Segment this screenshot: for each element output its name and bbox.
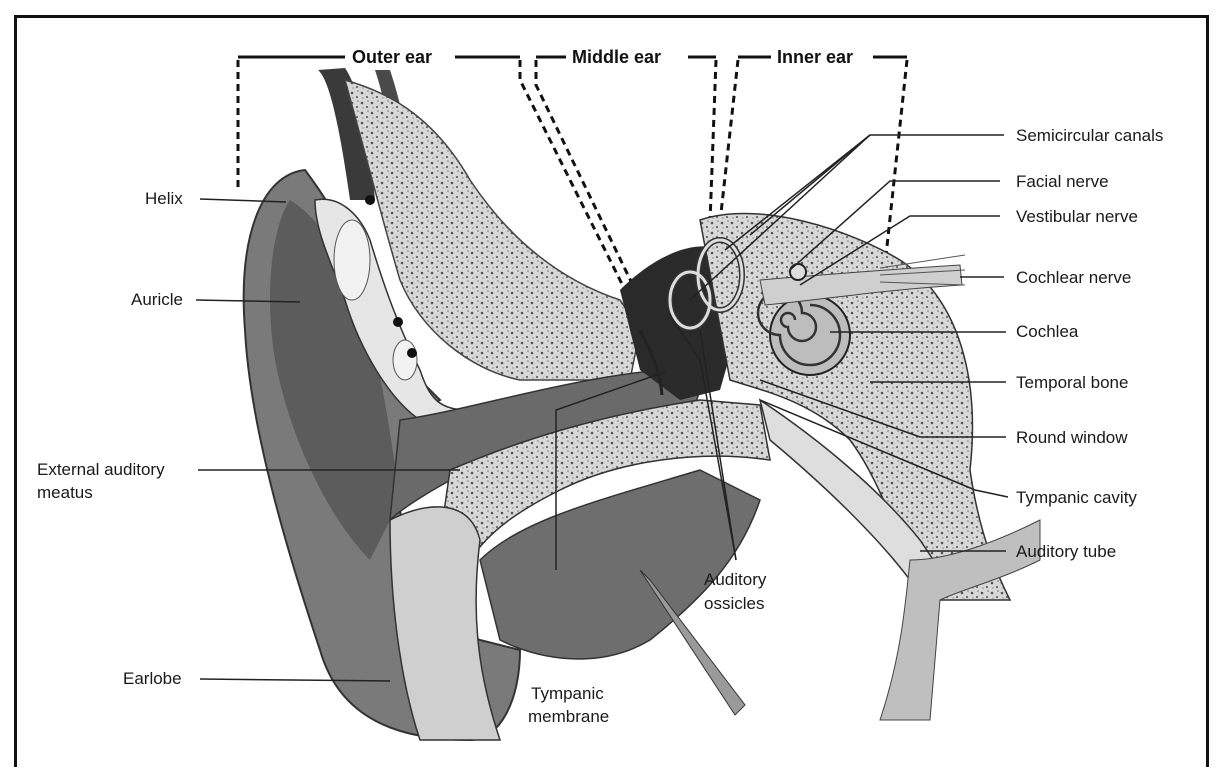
- label-helix: Helix: [145, 189, 183, 209]
- middle-ear-header: Middle ear: [568, 47, 665, 67]
- outer-ear-header: Outer ear: [348, 47, 436, 67]
- inner-ear-header: Inner ear: [773, 47, 857, 67]
- label-cochlear-nerve: Cochlear nerve: [1016, 268, 1131, 288]
- label-external-auditory-meatus-line1: External auditory: [37, 460, 165, 480]
- label-auditory-ossicles-line1: Auditory: [704, 570, 766, 590]
- label-earlobe: Earlobe: [123, 669, 182, 689]
- label-tympanic-membrane-line1: Tympanic: [531, 684, 604, 704]
- label-auditory-ossicles-line2: ossicles: [704, 594, 764, 614]
- label-semicircular-canals: Semicircular canals: [1016, 126, 1163, 146]
- label-cochlea: Cochlea: [1016, 322, 1078, 342]
- label-tympanic-cavity: Tympanic cavity: [1016, 488, 1137, 508]
- label-round-window: Round window: [1016, 428, 1128, 448]
- label-auditory-tube: Auditory tube: [1016, 542, 1116, 562]
- label-temporal-bone: Temporal bone: [1016, 373, 1128, 393]
- label-vestibular-nerve: Vestibular nerve: [1016, 207, 1138, 227]
- ear-drawing: [244, 68, 1040, 740]
- label-tympanic-membrane-line2: membrane: [528, 707, 609, 727]
- label-facial-nerve: Facial nerve: [1016, 172, 1109, 192]
- label-auricle: Auricle: [131, 290, 183, 310]
- label-external-auditory-meatus-line2: meatus: [37, 483, 93, 503]
